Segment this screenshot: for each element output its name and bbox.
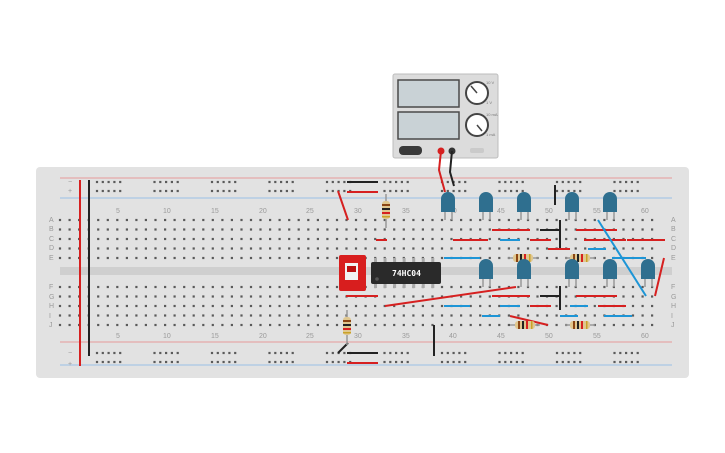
row-label-h-right: H bbox=[671, 303, 676, 310]
row-label-a: A bbox=[49, 217, 54, 224]
col-num-40-bottom: 40 bbox=[449, 333, 457, 340]
row-label-c-right: C bbox=[671, 236, 676, 243]
row-label-g: G bbox=[49, 294, 54, 301]
col-num-15: 15 bbox=[211, 208, 219, 215]
current-display bbox=[397, 111, 460, 140]
col-num-15-bottom: 15 bbox=[211, 333, 219, 340]
col-num-25-bottom: 25 bbox=[306, 333, 314, 340]
voltage-display bbox=[397, 79, 460, 108]
led bbox=[479, 192, 493, 220]
col-num-50: 50 bbox=[545, 208, 553, 215]
row-label-f: F bbox=[49, 284, 53, 291]
col-num-35-bottom: 35 bbox=[402, 333, 410, 340]
col-num-30-bottom: 30 bbox=[354, 333, 362, 340]
wire-red bbox=[337, 190, 349, 221]
knob-label-1ma: 1 mA bbox=[486, 132, 496, 137]
col-num-5-bottom: 5 bbox=[116, 333, 120, 340]
col-num-10-bottom: 10 bbox=[163, 333, 171, 340]
col-num-20-bottom: 20 bbox=[259, 333, 267, 340]
col-num-50-bottom: 50 bbox=[545, 333, 553, 340]
led bbox=[479, 259, 493, 287]
row-labels-right: A B C D E F G H I J bbox=[671, 217, 676, 329]
row-label-d-right: D bbox=[671, 245, 676, 252]
jumper-wires bbox=[337, 181, 665, 364]
wire-supply-negative bbox=[448, 150, 455, 187]
resistor bbox=[508, 254, 538, 262]
rail-plus-bottom: + bbox=[68, 361, 72, 368]
led bbox=[441, 192, 455, 220]
knob-label-10v: 10 V bbox=[486, 80, 495, 85]
rail-plus-top: + bbox=[68, 188, 72, 195]
power-supply: 10 V 1 V 10 mA 1 mA bbox=[392, 73, 499, 159]
ic-chip: 74HC04 bbox=[371, 258, 441, 288]
resistor bbox=[510, 321, 540, 329]
leds bbox=[441, 192, 655, 287]
row-label-g-right: G bbox=[671, 294, 676, 301]
row-label-e-right: E bbox=[671, 255, 676, 262]
col-num-10: 10 bbox=[163, 208, 171, 215]
col-num-60-bottom: 60 bbox=[641, 333, 649, 340]
col-num-45-bottom: 45 bbox=[497, 333, 505, 340]
knob-label-1v: 1 V bbox=[486, 100, 492, 105]
resistor bbox=[382, 194, 390, 228]
row-label-j: J bbox=[49, 322, 53, 329]
wire-supply-positive bbox=[437, 150, 446, 193]
led bbox=[641, 259, 655, 287]
wire-red-long bbox=[384, 286, 517, 307]
row-label-f-right: F bbox=[671, 284, 675, 291]
rail-minus-top: − bbox=[68, 179, 72, 186]
row-label-c: C bbox=[49, 236, 54, 243]
row-label-a-right: A bbox=[671, 217, 676, 224]
row-label-b: B bbox=[49, 226, 54, 233]
resistor bbox=[343, 310, 351, 345]
led bbox=[517, 259, 531, 287]
col-num-30: 30 bbox=[354, 208, 362, 215]
col-num-35: 35 bbox=[402, 208, 410, 215]
power-switch bbox=[399, 146, 422, 155]
row-label-j-right: J bbox=[671, 322, 675, 329]
row-label-d: D bbox=[49, 245, 54, 252]
col-num-55: 55 bbox=[593, 208, 601, 215]
row-label-e: E bbox=[49, 255, 54, 262]
rail-minus-bottom: − bbox=[68, 350, 72, 357]
row-labels-left: A B C D E F G H I J bbox=[49, 217, 54, 329]
ic-label: 74HC04 bbox=[392, 269, 421, 278]
row-label-i: I bbox=[49, 313, 51, 320]
resistor bbox=[565, 321, 595, 329]
knob-label-10ma: 10 mA bbox=[486, 112, 498, 117]
row-label-i-right: I bbox=[671, 313, 673, 320]
row-label-h: H bbox=[49, 303, 54, 310]
wire-blue-diagonal bbox=[597, 219, 647, 297]
col-num-45: 45 bbox=[497, 208, 505, 215]
led bbox=[565, 259, 579, 287]
col-num-5: 5 bbox=[116, 208, 120, 215]
led bbox=[603, 259, 617, 287]
col-num-60: 60 bbox=[641, 208, 649, 215]
col-num-20: 20 bbox=[259, 208, 267, 215]
col-num-55-bottom: 55 bbox=[593, 333, 601, 340]
led bbox=[603, 192, 617, 220]
row-label-b-right: B bbox=[671, 226, 676, 233]
wire-red-diagonal bbox=[654, 257, 665, 297]
col-num-25: 25 bbox=[306, 208, 314, 215]
column-numbers-bottom: 5 10 15 20 25 30 35 40 45 50 55 60 bbox=[116, 333, 649, 340]
dip-switch bbox=[339, 255, 366, 291]
led bbox=[565, 192, 579, 220]
wire-red bbox=[509, 315, 549, 326]
led bbox=[517, 192, 531, 220]
